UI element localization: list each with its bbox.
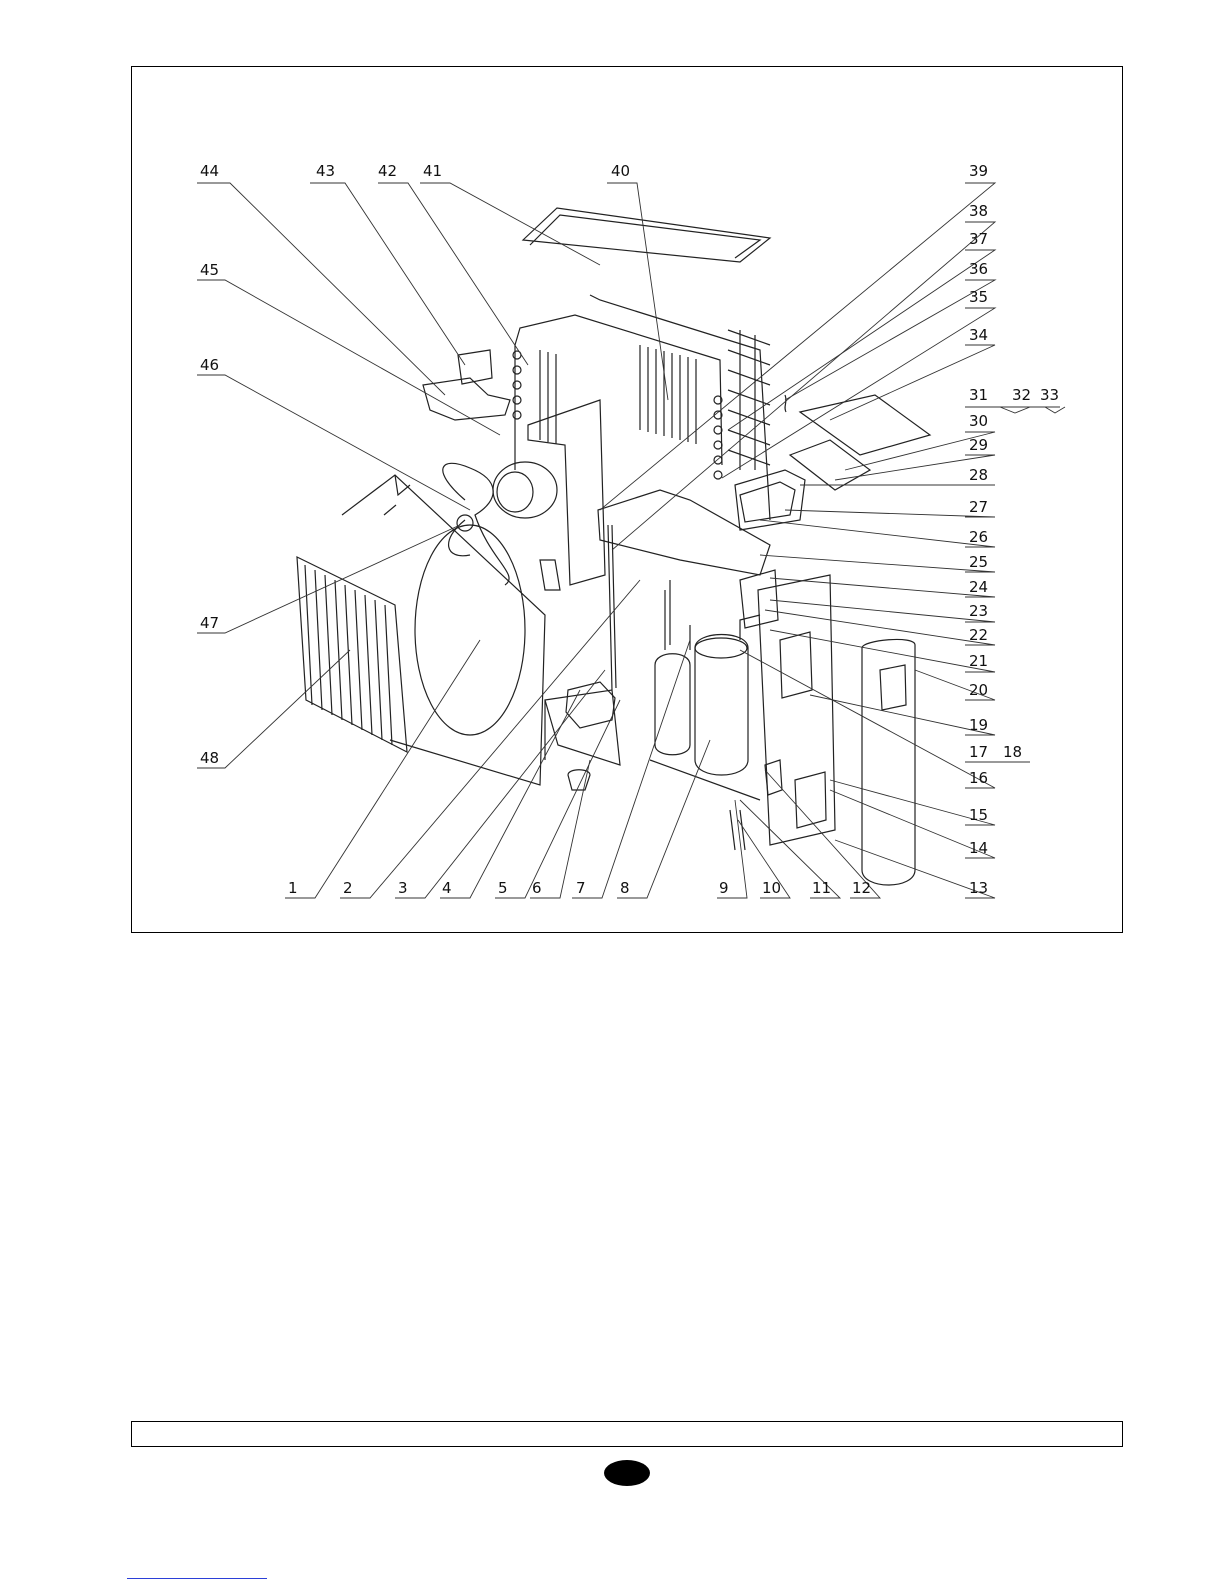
front-panel: [342, 475, 545, 785]
callout-42: 42: [378, 162, 397, 180]
page-marker: [604, 1460, 650, 1486]
callout-4: 4: [442, 879, 452, 897]
footer-bar: [131, 1421, 1123, 1447]
callout-26: 26: [969, 528, 988, 546]
callout-39: 39: [969, 162, 988, 180]
callout-labels: 44 43 42 41 40 39 38 37 36 35 34 31 32 3…: [200, 162, 1059, 897]
evaporator-coil: [515, 295, 770, 520]
callout-23: 23: [969, 602, 988, 620]
callout-41: 41: [423, 162, 442, 180]
leader-lines: [197, 183, 1060, 898]
coil-tubes: [513, 351, 722, 479]
callout-38: 38: [969, 202, 988, 220]
callout-10: 10: [762, 879, 781, 897]
callout-18: 18: [1003, 743, 1022, 761]
compressor-top: [695, 638, 747, 658]
callout-14: 14: [969, 839, 988, 857]
control-board-inner: [740, 482, 795, 522]
heat-pump-exploded-view: 44 43 42 41 40 39 38 37 36 35 34 31 32 3…: [0, 0, 1225, 950]
callout-1: 1: [288, 879, 298, 897]
electrical-box: [598, 490, 770, 575]
callout-31: 31: [969, 386, 988, 404]
callout-16: 16: [969, 769, 988, 787]
callout-7: 7: [576, 879, 586, 897]
label-underlines: [1000, 407, 1065, 413]
fan-motor: [493, 462, 557, 518]
gauge-valve: [730, 810, 745, 850]
callout-28: 28: [969, 466, 988, 484]
callout-24: 24: [969, 578, 988, 596]
callout-27: 27: [969, 498, 988, 516]
callout-48: 48: [200, 749, 219, 767]
callout-43: 43: [316, 162, 335, 180]
side-grid: [728, 330, 770, 470]
callout-17: 17: [969, 743, 988, 761]
bottom-link-underline[interactable]: [127, 1578, 267, 1579]
callout-25: 25: [969, 553, 988, 571]
callout-32: 32: [1012, 386, 1031, 404]
callout-5: 5: [498, 879, 508, 897]
callout-9: 9: [719, 879, 729, 897]
front-panel-opening: [415, 525, 525, 735]
callout-15: 15: [969, 806, 988, 824]
callout-46: 46: [200, 356, 219, 374]
side-cover-window: [880, 665, 906, 710]
fan-hub: [457, 515, 473, 531]
coil-fins: [540, 345, 696, 444]
callout-2: 2: [343, 879, 353, 897]
callout-37: 37: [969, 230, 988, 248]
callout-6: 6: [532, 879, 542, 897]
service-panel-plate: [795, 772, 826, 828]
fan-bracket-arm: [540, 560, 560, 590]
callout-20: 20: [969, 681, 988, 699]
water-fitting: [765, 760, 782, 795]
callout-22: 22: [969, 626, 988, 644]
grille-bars: [305, 565, 392, 745]
callout-45: 45: [200, 261, 219, 279]
callout-36: 36: [969, 260, 988, 278]
accumulator: [655, 654, 690, 755]
service-panel-window: [780, 632, 812, 698]
callout-8: 8: [620, 879, 630, 897]
callout-13: 13: [969, 879, 988, 897]
callout-3: 3: [398, 879, 408, 897]
callout-40: 40: [611, 162, 630, 180]
callout-47: 47: [200, 614, 219, 632]
fan-motor-back: [497, 472, 533, 512]
callout-35: 35: [969, 288, 988, 306]
refrigerant-pipes: [665, 580, 760, 650]
callout-11: 11: [812, 879, 831, 897]
pcb: [790, 440, 870, 490]
callout-19: 19: [969, 716, 988, 734]
callout-30: 30: [969, 412, 988, 430]
probe: [785, 395, 786, 412]
callout-34: 34: [969, 326, 988, 344]
callout-21: 21: [969, 652, 988, 670]
callout-12: 12: [852, 879, 871, 897]
callout-33: 33: [1040, 386, 1059, 404]
callout-44: 44: [200, 162, 219, 180]
side-cover: [862, 639, 915, 885]
callout-29: 29: [969, 436, 988, 454]
foot: [568, 770, 590, 790]
top-cover: [523, 208, 770, 262]
